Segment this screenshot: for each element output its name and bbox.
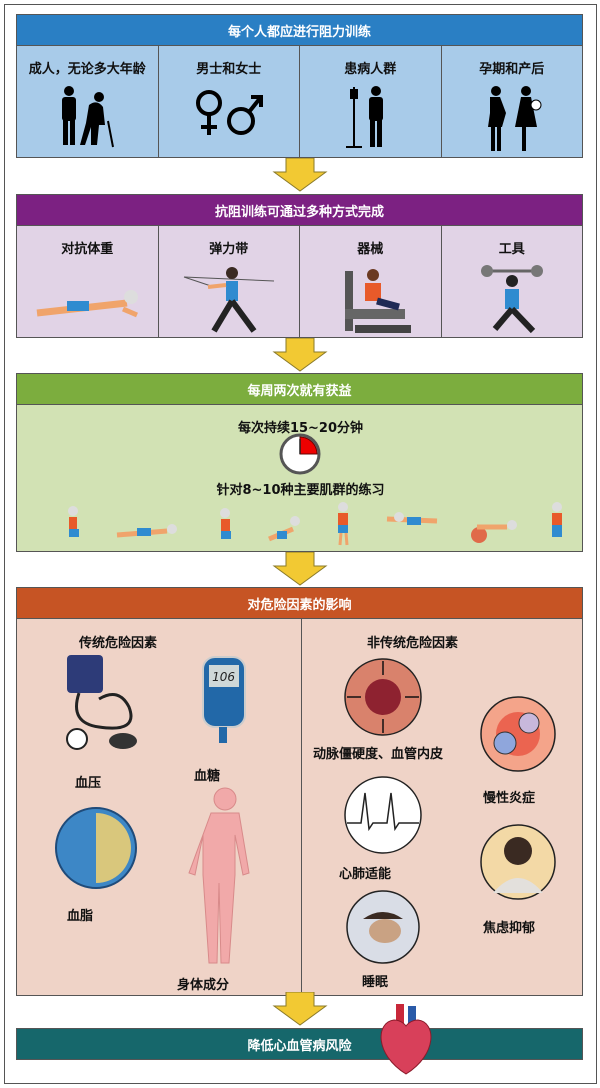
label-body-composition: 身体成分 bbox=[177, 978, 230, 993]
footer-banner: 降低心血管病风险 bbox=[16, 1028, 583, 1060]
machine-icon bbox=[345, 269, 412, 333]
inflammation-cells-icon bbox=[480, 696, 556, 772]
ecg-icon bbox=[344, 776, 422, 854]
down-arrow-icon bbox=[272, 552, 328, 586]
muscle-groups: 针对8~10种主要肌群的练习 bbox=[216, 483, 385, 498]
exercise-figures-icon bbox=[68, 502, 562, 546]
patient-iv-icon bbox=[346, 86, 384, 148]
lipoprotein-icon bbox=[55, 807, 137, 889]
audience-patients: 患病人群 bbox=[300, 46, 442, 157]
heart-icon bbox=[380, 1004, 432, 1075]
pregnant-mother-icon bbox=[487, 86, 542, 151]
section4-header: 对危险因素的影响 bbox=[16, 587, 583, 619]
method-band: 弹力带 bbox=[159, 226, 300, 337]
label: 工具 bbox=[498, 242, 525, 257]
label: 对抗体重 bbox=[61, 242, 114, 257]
glucose-meter-icon: 106 bbox=[202, 656, 246, 743]
down-arrow-icon bbox=[272, 338, 328, 372]
session-duration: 每次持续15~20分钟 bbox=[237, 421, 364, 436]
artery-cross-section-icon bbox=[344, 658, 422, 736]
plank-icon bbox=[36, 290, 139, 318]
audience-pregnancy: 孕期和产后 bbox=[442, 46, 583, 157]
human-body-icon bbox=[188, 787, 250, 964]
divider bbox=[301, 619, 302, 995]
method-bodyweight: 对抗体重 bbox=[17, 226, 159, 337]
audience-gender: 男士和女士 bbox=[159, 46, 300, 157]
label: 男士和女士 bbox=[196, 62, 262, 77]
label-sleep: 睡眠 bbox=[362, 975, 389, 990]
method-machine: 器械 bbox=[300, 226, 442, 337]
audience-adults: 成人，无论多大年龄 bbox=[17, 46, 159, 157]
barbell-icon bbox=[480, 265, 543, 334]
label-blood-pressure: 血压 bbox=[75, 776, 102, 791]
down-arrow-icon bbox=[272, 158, 328, 192]
label-chronic-inflammation: 慢性炎症 bbox=[483, 791, 536, 806]
nontraditional-heading: 非传统危险因素 bbox=[367, 636, 459, 651]
label-blood-glucose: 血糖 bbox=[194, 769, 221, 784]
label-anxiety-depression: 焦虑抑郁 bbox=[483, 921, 536, 936]
anxiety-depression-icon bbox=[480, 824, 556, 900]
adult-elderly-icon bbox=[62, 86, 115, 148]
svg-text:106: 106 bbox=[212, 670, 235, 684]
section1-header: 每个人都应进行阻力训练 bbox=[16, 14, 583, 46]
blood-pressure-cuff-icon bbox=[66, 655, 137, 750]
sleep-icon bbox=[346, 890, 420, 964]
label-arterial-stiffness: 动脉僵硬度、血管内皮 bbox=[313, 747, 444, 762]
outer-frame bbox=[4, 4, 597, 1084]
label: 弹力带 bbox=[209, 242, 249, 257]
label: 器械 bbox=[357, 242, 384, 257]
section4-panel: 传统危险因素 血压 106 血糖 血脂 身体成分 非传统危险因素 动脉僵硬度、血… bbox=[16, 619, 583, 996]
label-cardiorespiratory-fitness: 心肺适能 bbox=[339, 867, 392, 882]
resistance-band-icon bbox=[183, 267, 274, 333]
section2-panel: 对抗体重 弹力带 器械 工具 bbox=[16, 226, 583, 338]
label: 孕期和产后 bbox=[479, 62, 545, 77]
section3-panel: 每次持续15~20分钟 针对8~10种主要肌群的练习 bbox=[16, 405, 583, 552]
label: 患病人群 bbox=[344, 62, 397, 77]
label-blood-lipids: 血脂 bbox=[67, 909, 94, 924]
section3-header: 每周两次就有获益 bbox=[16, 373, 583, 405]
label: 成人，无论多大年龄 bbox=[28, 62, 146, 77]
gender-symbols-icon bbox=[195, 90, 263, 135]
traditional-heading: 传统危险因素 bbox=[79, 636, 158, 651]
clock-icon bbox=[279, 433, 321, 475]
method-tools: 工具 bbox=[442, 226, 583, 337]
section1-panel: 成人，无论多大年龄 男士和女士 患病人群 孕期和产后 bbox=[16, 46, 583, 158]
section2-header: 抗阻训练可通过多种方式完成 bbox=[16, 194, 583, 226]
down-arrow-icon bbox=[272, 992, 328, 1026]
